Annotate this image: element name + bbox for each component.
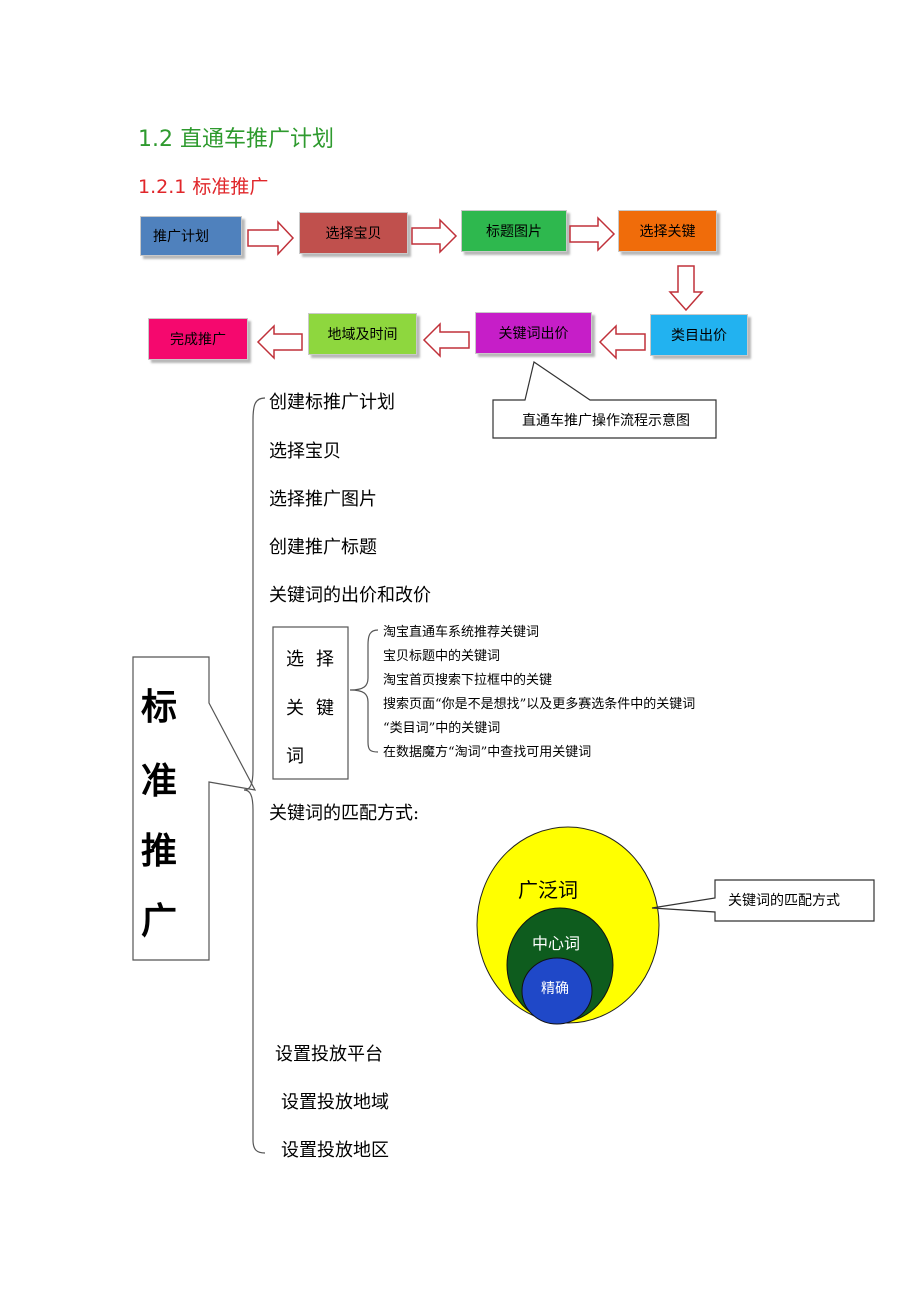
- flow-step-keyword-bid: 关键词出价: [475, 312, 592, 354]
- flow-step-label: 标题图片: [486, 224, 542, 240]
- flow-step-select-keyword: 选择关键: [618, 210, 717, 252]
- flow-callout-shape: [492, 361, 717, 439]
- subsection-heading: 1.2.1 标准推广: [138, 176, 269, 198]
- tree-item-select-image: 选择推广图片: [269, 489, 377, 510]
- tree-item-region: 设置投放地域: [281, 1092, 389, 1113]
- arrow-left-icon: [598, 324, 646, 360]
- keyword-source-option: 在数据魔方“淘词”中查找可用关键词: [383, 745, 592, 760]
- keyword-source-option: 搜索页面“你是不是想找”以及更多赛选条件中的关键词: [383, 697, 696, 712]
- flow-step-label: 类目出价: [671, 328, 727, 344]
- keyword-source-option: 淘宝直通车系统推荐关键词: [383, 625, 540, 640]
- root-box-shape: [132, 656, 257, 961]
- select-keyword-char: 键: [316, 698, 334, 719]
- tree-item-create-title: 创建推广标题: [269, 537, 377, 558]
- flow-step-region-time: 地域及时间: [308, 313, 417, 355]
- arrow-left-icon: [422, 322, 470, 358]
- arrow-right-icon: [411, 218, 458, 254]
- match-callout-shape: [651, 879, 875, 922]
- select-keyword-char: 选: [286, 649, 304, 670]
- arrow-down-icon: [668, 265, 704, 312]
- root-char: 准: [141, 760, 178, 802]
- root-char: 广: [141, 900, 178, 942]
- phrase-match-label: 中心词: [532, 934, 581, 953]
- flow-step-finish: 完成推广: [148, 318, 248, 360]
- main-brace: [243, 397, 266, 1154]
- options-brace: [349, 629, 379, 753]
- select-keyword-box: [272, 626, 349, 780]
- broad-match-label: 广泛词: [518, 878, 578, 902]
- root-char: 推: [141, 830, 178, 872]
- root-char: 标: [141, 686, 178, 728]
- tree-item-select-item: 选择宝贝: [269, 441, 341, 462]
- flow-step-label: 选择宝贝: [325, 226, 382, 242]
- arrow-right-icon: [569, 216, 616, 252]
- section-heading: 1.2 直通车推广计划: [138, 127, 334, 152]
- select-keyword-char: 关: [286, 698, 304, 719]
- flow-step-label: 地域及时间: [327, 327, 398, 343]
- exact-match-label: 精确: [541, 981, 569, 997]
- flow-step-title-image: 标题图片: [461, 210, 567, 252]
- tree-item-keyword-bid: 关键词的出价和改价: [269, 585, 431, 606]
- flow-step-label: 完成推广: [170, 332, 226, 348]
- arrow-left-icon: [256, 324, 303, 360]
- exact-match-circle: [521, 957, 593, 1025]
- keyword-source-option: 淘宝首页搜索下拉框中的关键: [383, 673, 553, 688]
- tree-item-platform: 设置投放平台: [275, 1044, 383, 1065]
- flow-step-select-item: 选择宝贝: [299, 212, 408, 254]
- select-keyword-char: 择: [316, 649, 334, 670]
- tree-item-area: 设置投放地区: [281, 1140, 389, 1161]
- tree-item-match-type: 关键词的匹配方式:: [269, 803, 420, 824]
- flow-step-label: 推广计划: [153, 229, 209, 245]
- flow-step-category-bid: 类目出价: [650, 314, 748, 356]
- arrow-right-icon: [247, 220, 295, 256]
- tree-item-create-plan: 创建标推广计划: [269, 392, 395, 413]
- flow-callout-text: 直通车推广操作流程示意图: [522, 413, 690, 429]
- match-callout-text: 关键词的匹配方式: [728, 893, 840, 909]
- keyword-source-option: 宝贝标题中的关键词: [383, 649, 501, 664]
- select-keyword-char: 词: [286, 746, 304, 767]
- keyword-source-option: “类目词”中的关键词: [383, 721, 501, 736]
- flow-step-plan: 推广计划: [140, 216, 242, 256]
- flow-step-label: 关键词出价: [498, 326, 569, 342]
- flow-step-label: 选择关键: [639, 224, 696, 240]
